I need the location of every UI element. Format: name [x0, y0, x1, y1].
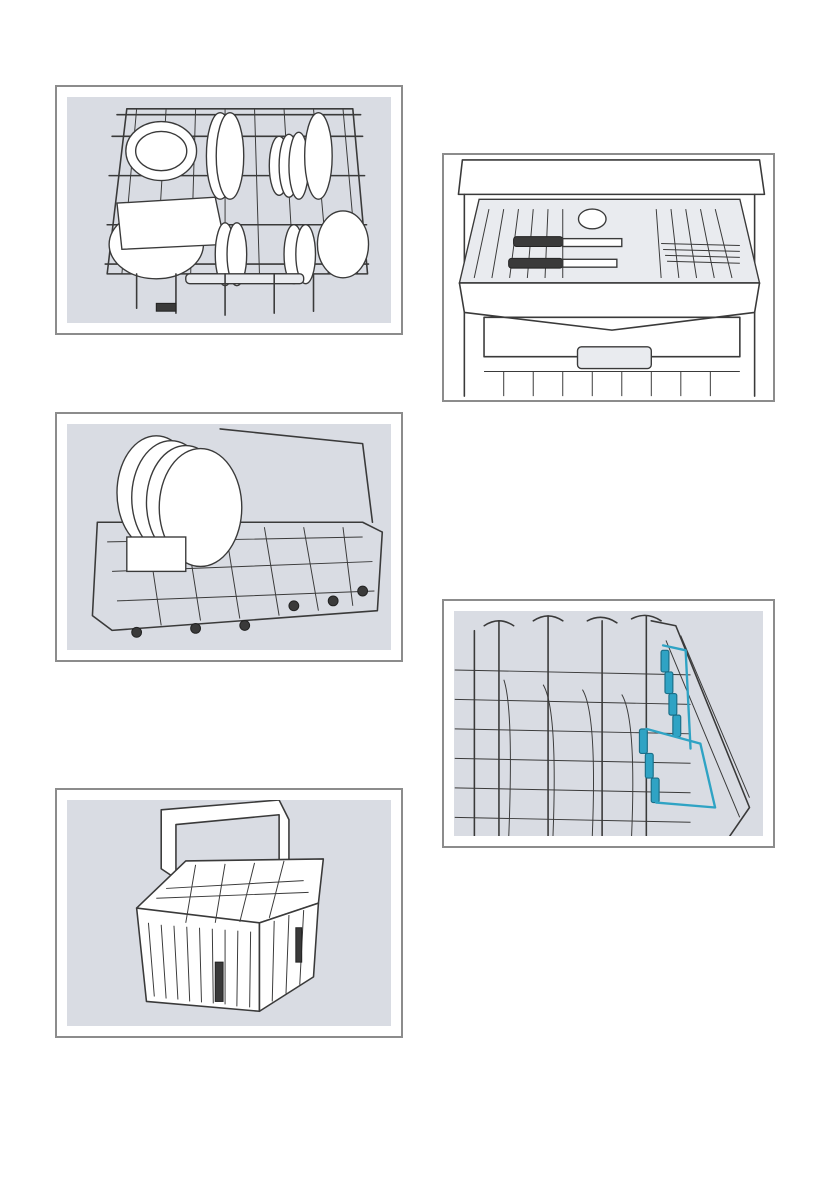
panel-background [67, 424, 391, 650]
page-bottom-edge [0, 1180, 840, 1181]
illustration-foldable-tines [442, 599, 775, 848]
panel-background [67, 800, 391, 1026]
illustration-cutlery-drawer [442, 153, 775, 402]
illustration-upper-basket-loaded [55, 85, 403, 335]
cutlery-basket-icon [67, 800, 391, 1026]
illustration-lower-basket-plates [55, 412, 403, 662]
panel-background [67, 97, 391, 323]
illustration-cutlery-basket [55, 788, 403, 1038]
panel-background [444, 155, 773, 400]
panel-background [454, 611, 763, 836]
dish-rack-with-plates-icon [67, 97, 391, 323]
foldable-tines-icon [454, 611, 763, 836]
cutlery-drawer-icon [444, 155, 773, 400]
lower-basket-icon [67, 424, 391, 650]
